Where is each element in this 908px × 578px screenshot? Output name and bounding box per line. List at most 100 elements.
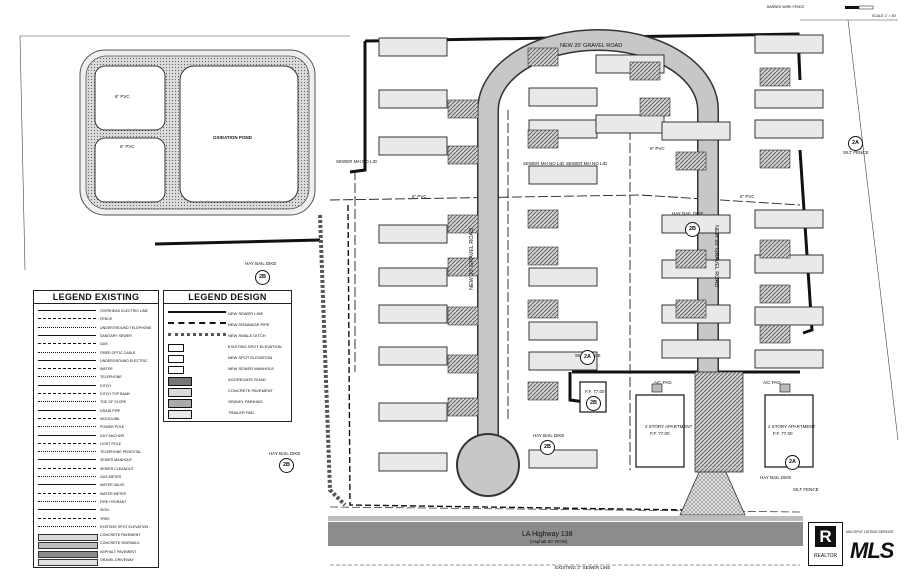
legend-label: TOE OF SLOPE: [100, 400, 127, 405]
label-ac-pad-2: A/C PAD: [763, 380, 781, 385]
label-gravel-road-right: NEW 20' GRAVEL ROAD: [713, 225, 719, 288]
legend-symbol: [38, 351, 96, 357]
mls-logo: MULTIPLE LISTING SERVICE MLS: [846, 530, 902, 564]
legend-design-item: NEW SWALE DITCH: [164, 329, 291, 343]
legend-design-title: LEGEND DESIGN: [164, 291, 291, 304]
legend-symbol: [38, 417, 96, 423]
legend-label: WATER: [100, 367, 113, 372]
legend-symbol: [38, 409, 96, 415]
trailer-pad: [528, 165, 598, 185]
label-hay-bale-dike-4: HAY BAIL DIKE: [672, 211, 704, 216]
label-hay-bale-dike-5: HAY BAIL DIKE: [760, 475, 792, 480]
label-silt-fence-1: SILT FENCE: [843, 150, 869, 155]
realtor-logo: R REALTOR: [808, 522, 843, 566]
gravel-parking: [447, 99, 479, 119]
trailer-pad: [754, 349, 824, 369]
legend-existing-item: GUY ANCHOR: [34, 432, 158, 442]
legend-design-item: GRAVEL PARKING: [164, 395, 291, 409]
trailer-pad: [378, 267, 448, 287]
legend-symbol: [168, 333, 226, 342]
east-property-line: [847, 19, 899, 441]
callout-bubble: 2B: [586, 396, 601, 411]
legend-symbol: [38, 484, 96, 489]
legend-label: FIRE HYDRANT: [100, 499, 127, 504]
gravel-parking: [447, 145, 479, 165]
legend-existing-item: DITCH: [34, 382, 158, 392]
legend-label: SANITARY SEWER: [100, 333, 132, 338]
realtor-text: REALTOR: [813, 553, 838, 559]
trailer-pad: [528, 267, 598, 287]
fence-southwest: [154, 238, 321, 246]
legend-existing-item: SEWER MANHOLE: [34, 456, 158, 466]
trailer-pad: [754, 89, 824, 109]
pond-cell-1: [94, 65, 166, 131]
legend-symbol: [38, 334, 96, 340]
legend-label: NEW SPOT ELEVATION: [228, 355, 273, 360]
legend-label: GAS: [100, 342, 108, 347]
legend-symbol: [168, 366, 184, 374]
gravel-parking: [759, 324, 791, 344]
highway-asphalt: [328, 522, 803, 546]
legend-existing-item: SEWER CLEANOUT: [34, 465, 158, 475]
legend-label: TRAILER PAD: [228, 410, 254, 415]
legend-label: WATER METER: [100, 491, 127, 496]
legend-label: UNDERGROUND TELEPHONE: [100, 325, 152, 330]
legend-design-item: EXISTING SPOT ELEVATION: [164, 340, 291, 354]
legend-existing-item: SIGN: [34, 506, 158, 516]
legend-existing-item: WATER METER: [34, 490, 158, 500]
legend-label: NEW SEWER LINE: [228, 311, 264, 316]
legend-symbol: [38, 368, 96, 373]
trailer-pad: [754, 119, 824, 139]
highway-shoulder: [328, 516, 803, 521]
apartment-parking: [694, 371, 744, 473]
label-pipe-1: 6" PVC: [115, 94, 130, 99]
legend-symbol: [38, 467, 96, 473]
trailer-pad: [378, 89, 448, 109]
legend-label: AGGREGATE ROAD: [228, 377, 266, 382]
label-highway-sub: (Asphalt 80' ROW): [530, 539, 568, 544]
gravel-road-edge: [477, 29, 719, 440]
legend-existing-item: EXISTING SPOT ELEVATION: [34, 523, 158, 533]
apartment-building-left: [635, 394, 685, 468]
label-oxidation-pond: OXIDATION POND: [213, 135, 252, 140]
legend-label: EXISTING SPOT ELEVATION: [100, 524, 149, 529]
legend-existing-item: DITCH TOP BANK: [34, 390, 158, 400]
legend-symbol: [38, 434, 96, 440]
legend-label: ASPHALT PAVEMENT: [100, 549, 137, 554]
legend-symbol: [38, 559, 98, 566]
trailer-pad: [378, 304, 448, 324]
label-silt-fence-3: SILT FENCE: [793, 487, 819, 492]
legend-design-item: NEW DRAINAGE PIPE: [164, 318, 291, 332]
legend-label: EXISTING SPOT ELEVATION: [228, 344, 282, 349]
fence-north: [364, 32, 802, 81]
ac-pad-right: [779, 383, 791, 393]
label-sewer-mh-2: SEWER MH NO LID: [523, 161, 565, 166]
legend-existing-item: TELEPHONE: [34, 373, 158, 383]
legend-label: GRAVEL DRIVEWAY: [100, 558, 134, 562]
legend-existing-item: UNDERGROUND TELEPHONE: [34, 324, 158, 334]
label-pipe-4: 6" PVC: [740, 194, 755, 199]
legend-existing-item: TELEPHONE PEDESTAL: [34, 448, 158, 458]
label-gravel-road-top: NEW 20' GRAVEL ROAD: [560, 43, 623, 49]
legend-label: NEW SWALE DITCH: [228, 333, 266, 338]
gravel-parking: [629, 61, 661, 81]
legend-symbol: [38, 359, 96, 365]
legend-symbol: [38, 550, 98, 558]
gravel-parking: [527, 209, 559, 229]
legend-label: WOODLINE: [100, 416, 120, 421]
trailer-pad: [378, 224, 448, 244]
legend-label: LIGHT POLE: [100, 441, 122, 446]
gravel-parking: [759, 239, 791, 259]
legend-label: TELEPHONE PEDESTAL: [100, 450, 142, 455]
scale-bar-white: [858, 5, 874, 10]
callout-bubble: 2B: [685, 222, 700, 237]
pond-cell-2: [94, 137, 166, 203]
legend-design-item: TRAILER PAD: [164, 406, 291, 420]
legend-existing-item: WATER VALVE: [34, 481, 158, 491]
gravel-parking: [447, 306, 479, 326]
swale-ditch-west: [318, 214, 347, 507]
legend-symbol: [38, 509, 96, 514]
callout-bubble: 2B: [255, 270, 270, 285]
